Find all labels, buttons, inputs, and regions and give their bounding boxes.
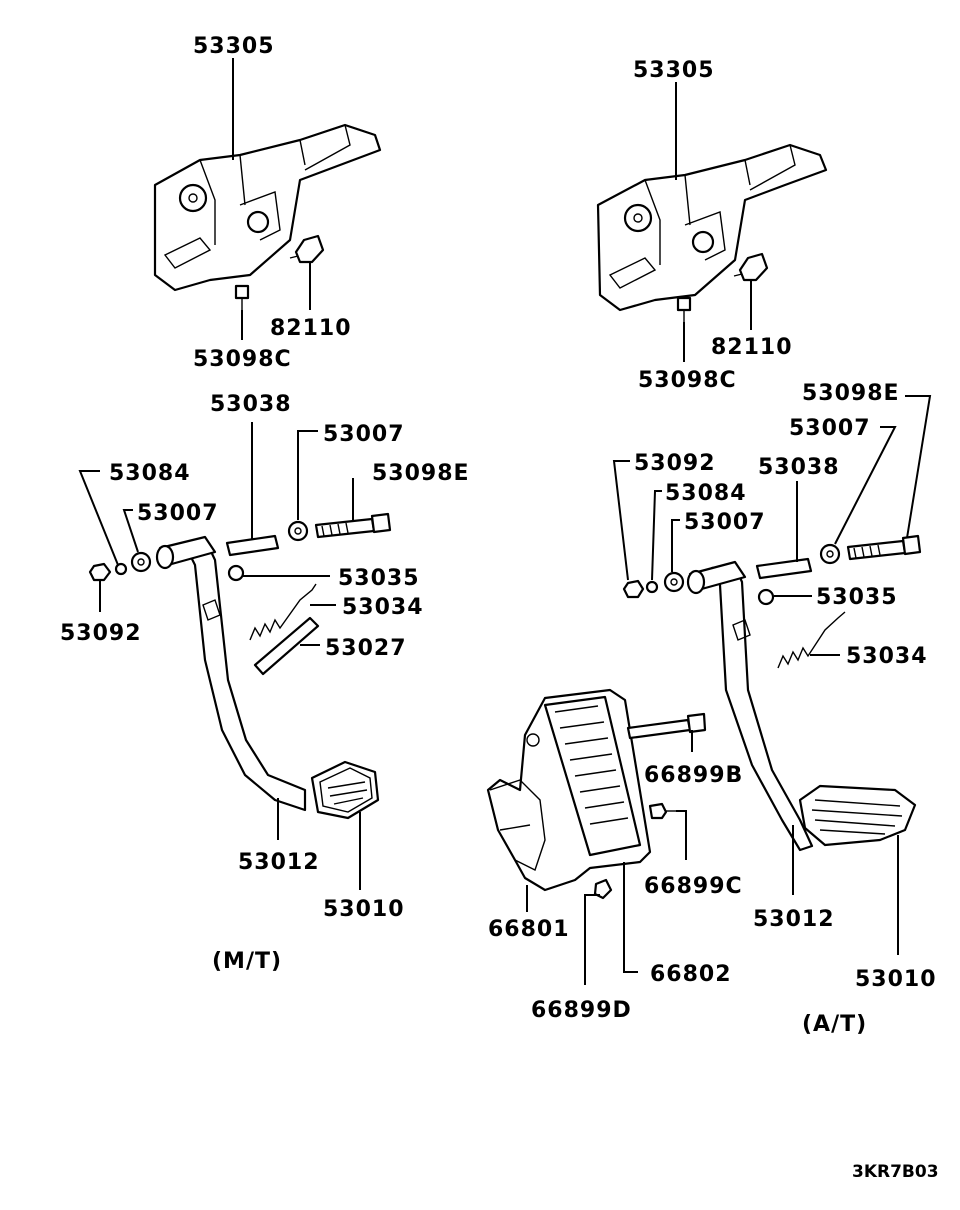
label-at-bolt-e: 53098E [802,381,900,406]
label-mt-bracket: 53305 [193,34,275,59]
label-mt-pedal: 53012 [238,850,320,875]
label-at-bolt-c: 53098C [638,368,737,393]
mt-pedal-drawing [155,535,380,820]
at-bolt-e-drawing [846,534,922,561]
label-mt-bushing-upper: 53007 [323,422,405,447]
caption-at: (A/T) [802,1012,867,1037]
mt-bolt-e-drawing [314,512,392,539]
mt-washer-drawing [114,562,128,576]
label-at-stop-switch: 82110 [711,335,793,360]
mt-nut-drawing [88,562,112,582]
label-acc-bolt-d: 66899D [531,998,632,1023]
mt-clip-drawing [227,564,245,582]
at-washer-drawing [645,580,659,594]
label-at-pedal: 53012 [753,907,835,932]
mt-stop-switch-drawing [289,234,325,264]
mt-bushing-upper-drawing [287,520,309,542]
at-pedal-drawing [686,560,917,852]
label-at-clip: 53035 [816,585,898,610]
mt-bushing-left-drawing [130,551,152,573]
at-clip-drawing [757,588,775,606]
label-at-bushing-left: 53007 [684,510,766,535]
label-mt-nut: 53092 [60,621,142,646]
label-at-spring: 53034 [846,644,928,669]
label-acc-sensor: 66802 [650,962,732,987]
at-nut-drawing [622,579,645,599]
label-mt-clip: 53035 [338,566,420,591]
at-bushing-left-drawing [663,571,685,593]
label-mt-bushing-left: 53007 [137,501,219,526]
label-mt-bolt-c: 53098C [193,347,292,372]
drawing-code: 3KR7B03 [852,1162,939,1182]
label-acc-pedal: 66801 [488,917,570,942]
at-bushing-upper-drawing [819,543,841,565]
mt-rod-drawing [253,616,320,676]
mt-pin-drawing [225,534,280,557]
label-acc-bolt-b: 66899B [644,763,743,788]
label-mt-pin: 53038 [210,392,292,417]
at-pin-drawing [755,557,813,580]
label-at-washer: 53084 [665,481,747,506]
at-bracket-drawing [596,143,828,312]
at-bolt-c-drawing [676,296,692,322]
acc-bolt-d-drawing [593,878,613,900]
accelerator-pedal-drawing [486,688,652,892]
acc-bolt-b-drawing [626,712,707,740]
label-mt-stop-switch: 82110 [270,316,352,341]
label-at-nut: 53092 [634,451,716,476]
label-at-bushing-upper: 53007 [789,416,871,441]
label-at-bracket: 53305 [633,58,715,83]
label-mt-rod: 53027 [325,636,407,661]
mt-bolt-c-drawing [234,284,250,310]
label-mt-bolt-e: 53098E [372,461,470,486]
acc-bolt-c-drawing [648,802,676,820]
label-mt-washer: 53084 [109,461,191,486]
mt-bracket-drawing [153,123,382,292]
at-stop-switch-drawing [733,252,769,282]
at-spring-drawing [777,611,846,669]
label-acc-bolt-c: 66899C [644,874,743,899]
label-mt-spring: 53034 [342,595,424,620]
label-at-pad: 53010 [855,967,937,992]
caption-mt: (M/T) [212,949,282,974]
mt-spring-drawing [249,583,317,641]
label-mt-pad: 53010 [323,897,405,922]
label-at-pin: 53038 [758,455,840,480]
